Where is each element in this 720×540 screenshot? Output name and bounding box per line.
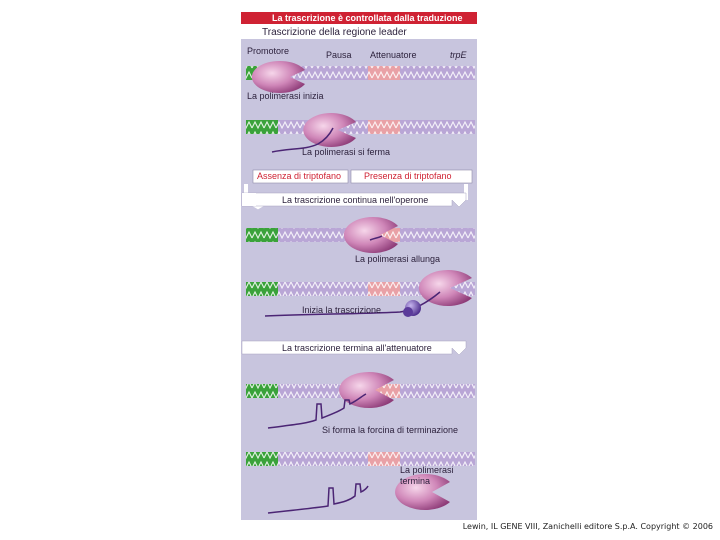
label-promotore: Promotore: [247, 46, 290, 56]
band-2: [241, 340, 467, 356]
rna-2: [271, 127, 334, 153]
label-step5: Si forma la forcina di terminazione: [322, 425, 459, 435]
branch-box-left: [252, 169, 349, 184]
panel-subtitle: Trascrizione della regione leader: [262, 27, 407, 38]
polymerase-3: [343, 216, 398, 253]
subtitle-bar: [241, 24, 477, 39]
label-step4: Inizia la trascrizione: [302, 305, 382, 315]
band-1: [241, 192, 467, 208]
label-step2: La polimerasi si ferma: [302, 147, 391, 157]
dna-row-6: [246, 452, 475, 466]
label-step6: La polimerasi termina: [400, 465, 454, 486]
branch-box-right: [350, 169, 473, 184]
label-gene: trpE: [450, 50, 467, 60]
label-step1: La polimerasi inizia: [247, 91, 324, 101]
polymerase-6: [395, 474, 450, 511]
rna-4: [264, 291, 441, 317]
label-attenuatore: Attenuatore: [370, 50, 417, 60]
panel-background: [241, 12, 477, 520]
polymerase-5: [339, 372, 394, 409]
rna-hairpin-5: [267, 393, 367, 429]
rna-hairpin-6: [267, 483, 369, 514]
label-step3: La polimerasi allunga: [355, 254, 441, 264]
polymerase-1: [251, 61, 305, 94]
polymerase-2: [303, 113, 356, 147]
label-branch-left: Assenza di triptofano: [257, 171, 342, 181]
title-bar: [241, 12, 477, 24]
label-band2: La trascrizione termina all'attenuatore: [282, 343, 432, 353]
copyright-credit: Lewin, IL GENE VIII, Zanichelli editore …: [462, 522, 713, 531]
label-band1: La trascrizione continua nell'operone: [282, 195, 429, 205]
dna-row-2: [246, 120, 475, 134]
panel-title: La trascrizione è controllata dalla trad…: [272, 13, 463, 23]
label-branch-right: Presenza di triptofano: [364, 171, 452, 181]
rna-3: [369, 235, 383, 241]
polymerase-4: [418, 270, 472, 307]
band-1-notch: [242, 193, 256, 206]
ribosome-small-subunit: [403, 307, 413, 317]
dna-row-4: [246, 282, 475, 296]
label-pausa: Pausa: [326, 50, 352, 60]
